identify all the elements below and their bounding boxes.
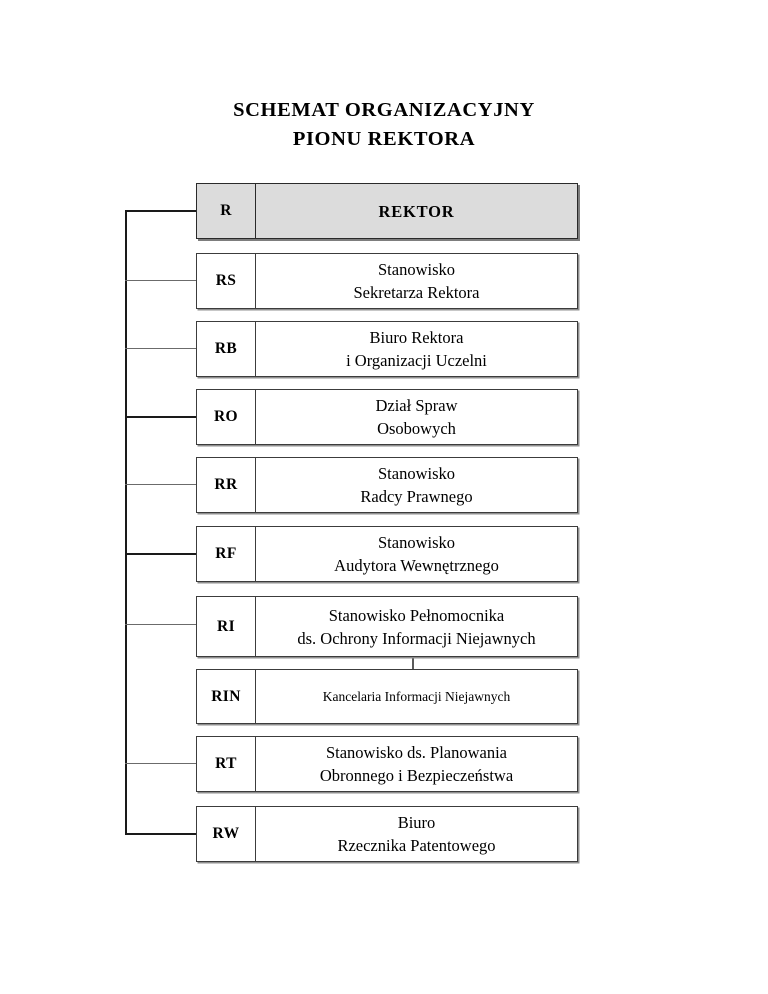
node-rt[interactable]: RT Stanowisko ds. Planowania Obronnego i… (196, 736, 578, 792)
node-label-rb-line-1: Biuro Rektora (369, 328, 464, 347)
node-label-rin: Kancelaria Informacji Niejawnych (256, 670, 577, 723)
node-label-ri: Stanowisko Pełnomocnika ds. Ochrony Info… (256, 597, 577, 656)
connector-branch-rektor (125, 210, 196, 212)
node-label-ro-line-1: Dział Spraw (375, 396, 458, 415)
node-rs[interactable]: RS Stanowisko Sekretarza Rektora (196, 253, 578, 309)
connector-ri-to-rin (412, 657, 414, 669)
connector-branch-rr (125, 484, 196, 485)
node-label-rr-line-1: Stanowisko (377, 464, 455, 483)
page-title-line-1: SCHEMAT ORGANIZACYJNY (233, 99, 535, 121)
node-code-rs: RS (197, 254, 256, 308)
node-label-rw: Biuro Rzecznika Patentowego (256, 807, 577, 861)
node-label-ro-line-2: Osobowych (377, 419, 456, 438)
connector-branch-ro (125, 416, 196, 418)
node-label-rt-line-1: Stanowisko ds. Planowania (325, 743, 508, 762)
node-label-ri-line-1: Stanowisko Pełnomocnika (328, 605, 505, 625)
node-code-rb: RB (197, 322, 256, 376)
node-label-rf-line-2: Audytora Wewnętrznego (334, 556, 499, 575)
node-code-ro: RO (197, 390, 256, 444)
node-r-rektor[interactable]: R REKTOR (196, 183, 578, 239)
node-label-rs: Stanowisko Sekretarza Rektora (256, 254, 577, 308)
connector-branch-rs (125, 280, 196, 281)
node-label-ro: Dział Spraw Osobowych (256, 390, 577, 444)
node-label-rr: Stanowisko Radcy Prawnego (256, 458, 577, 512)
node-label-rf-line-1: Stanowisko (377, 533, 455, 552)
node-ri[interactable]: RI Stanowisko Pełnomocnika ds. Ochrony I… (196, 596, 578, 657)
node-label-rin-line-1: Kancelaria Informacji Niejawnych (322, 689, 511, 704)
node-label-r-line-1: REKTOR (378, 201, 455, 221)
node-label-rr-line-2: Radcy Prawnego (360, 487, 473, 506)
node-label-rs-line-1: Stanowisko (377, 260, 455, 279)
node-ro[interactable]: RO Dział Spraw Osobowych (196, 389, 578, 445)
connector-branch-ri (125, 624, 196, 625)
node-code-ri: RI (197, 597, 256, 656)
node-code-r: R (197, 184, 256, 238)
node-label-ri-line-2: ds. Ochrony Informacji Niejawnych (297, 628, 536, 648)
node-rw[interactable]: RW Biuro Rzecznika Patentowego (196, 806, 578, 862)
node-label-rt-line-2: Obronnego i Bezpieczeństwa (319, 766, 514, 785)
node-label-rf: Stanowisko Audytora Wewnętrznego (256, 527, 577, 581)
node-label-rw-line-2: Rzecznika Patentowego (337, 836, 496, 855)
connector-branch-rb (125, 348, 196, 349)
node-label-rt: Stanowisko ds. Planowania Obronnego i Be… (256, 737, 577, 791)
node-code-rr: RR (197, 458, 256, 512)
node-code-rin: RIN (197, 670, 256, 723)
node-label-rw-line-1: Biuro (397, 813, 436, 832)
node-rin[interactable]: RIN Kancelaria Informacji Niejawnych (196, 669, 578, 724)
node-code-rw: RW (197, 807, 256, 861)
connector-branch-rf (125, 553, 196, 555)
page-title: SCHEMAT ORGANIZACYJNY PIONU REKTORA (0, 96, 768, 154)
node-rf[interactable]: RF Stanowisko Audytora Wewnętrznego (196, 526, 578, 582)
node-code-rf: RF (197, 527, 256, 581)
node-code-rt: RT (197, 737, 256, 791)
node-rr[interactable]: RR Stanowisko Radcy Prawnego (196, 457, 578, 513)
connector-trunk-vertical (125, 210, 127, 834)
node-label-rb-line-2: i Organizacji Uczelni (346, 351, 487, 370)
node-label-rs-line-2: Sekretarza Rektora (353, 283, 480, 302)
node-label-r: REKTOR (256, 184, 577, 238)
node-label-rb: Biuro Rektora i Organizacji Uczelni (256, 322, 577, 376)
node-rb[interactable]: RB Biuro Rektora i Organizacji Uczelni (196, 321, 578, 377)
connector-branch-rw (125, 833, 196, 835)
connector-branch-rt (125, 763, 196, 764)
page-title-line-2: PIONU REKTORA (292, 128, 476, 150)
